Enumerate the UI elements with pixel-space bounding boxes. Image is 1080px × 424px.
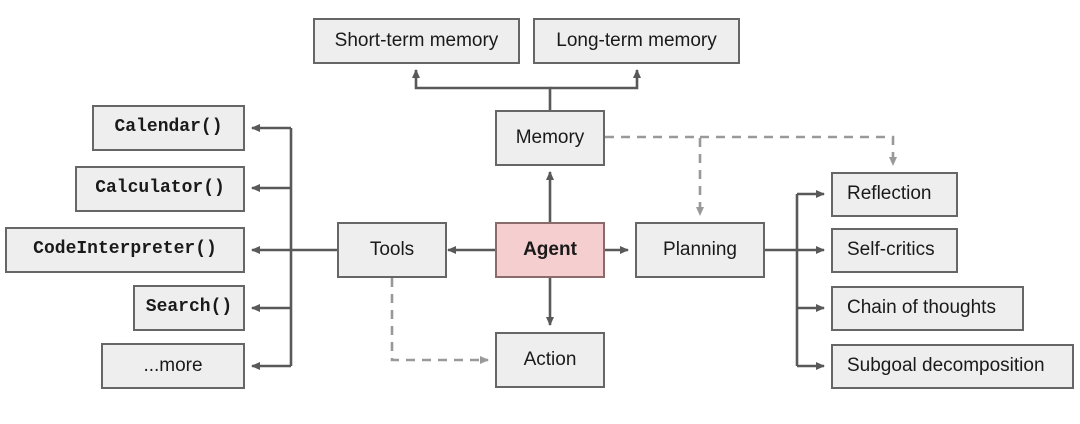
node-label: Subgoal decomposition — [847, 355, 1045, 377]
node-chain-of-thoughts[interactable]: Chain of thoughts — [831, 286, 1024, 331]
node-search[interactable]: Search() — [133, 285, 245, 331]
edge-memory-to-long-term — [550, 69, 641, 90]
node-short-term-memory[interactable]: Short-term memory — [313, 18, 520, 64]
node-label: Long-term memory — [556, 29, 717, 51]
node-label: Planning — [663, 238, 737, 260]
node-label: Tools — [369, 238, 415, 260]
node-action[interactable]: Action — [495, 332, 605, 388]
node-label: Calculator() — [95, 178, 225, 199]
node-tools[interactable]: Tools — [337, 222, 447, 278]
node-label: Self-critics — [847, 239, 935, 261]
node-planning[interactable]: Planning — [635, 222, 765, 278]
node-agent[interactable]: Agent — [495, 222, 605, 278]
node-reflection[interactable]: Reflection — [831, 172, 958, 217]
node-label: Action — [523, 348, 577, 370]
node-calendar[interactable]: Calendar() — [92, 105, 245, 151]
edge-tools-to-action-dashed — [390, 278, 489, 364]
node-calculator[interactable]: Calculator() — [75, 166, 245, 212]
edge-memory-to-planning-dashed — [605, 135, 704, 216]
node-label: Calendar() — [114, 117, 223, 138]
node-label: Chain of thoughts — [847, 297, 996, 319]
node-label: Short-term memory — [334, 29, 499, 51]
edge-memory-to-short-term — [412, 69, 552, 110]
node-label: Agent — [523, 238, 577, 260]
node-long-term-memory[interactable]: Long-term memory — [533, 18, 740, 64]
node-self-critics[interactable]: Self-critics — [831, 228, 958, 273]
node-more[interactable]: ...more — [101, 343, 245, 389]
node-memory[interactable]: Memory — [495, 110, 605, 166]
node-subgoal-decomposition[interactable]: Subgoal decomposition — [831, 344, 1074, 389]
node-code-interpreter[interactable]: CodeInterpreter() — [5, 227, 245, 273]
node-label: CodeInterpreter() — [33, 239, 217, 260]
node-label: ...more — [143, 354, 203, 376]
edge-memory-to-reflection-dashed — [700, 135, 897, 166]
node-label: Memory — [515, 126, 585, 148]
node-label: Reflection — [847, 183, 932, 205]
node-label: Search() — [145, 297, 233, 318]
